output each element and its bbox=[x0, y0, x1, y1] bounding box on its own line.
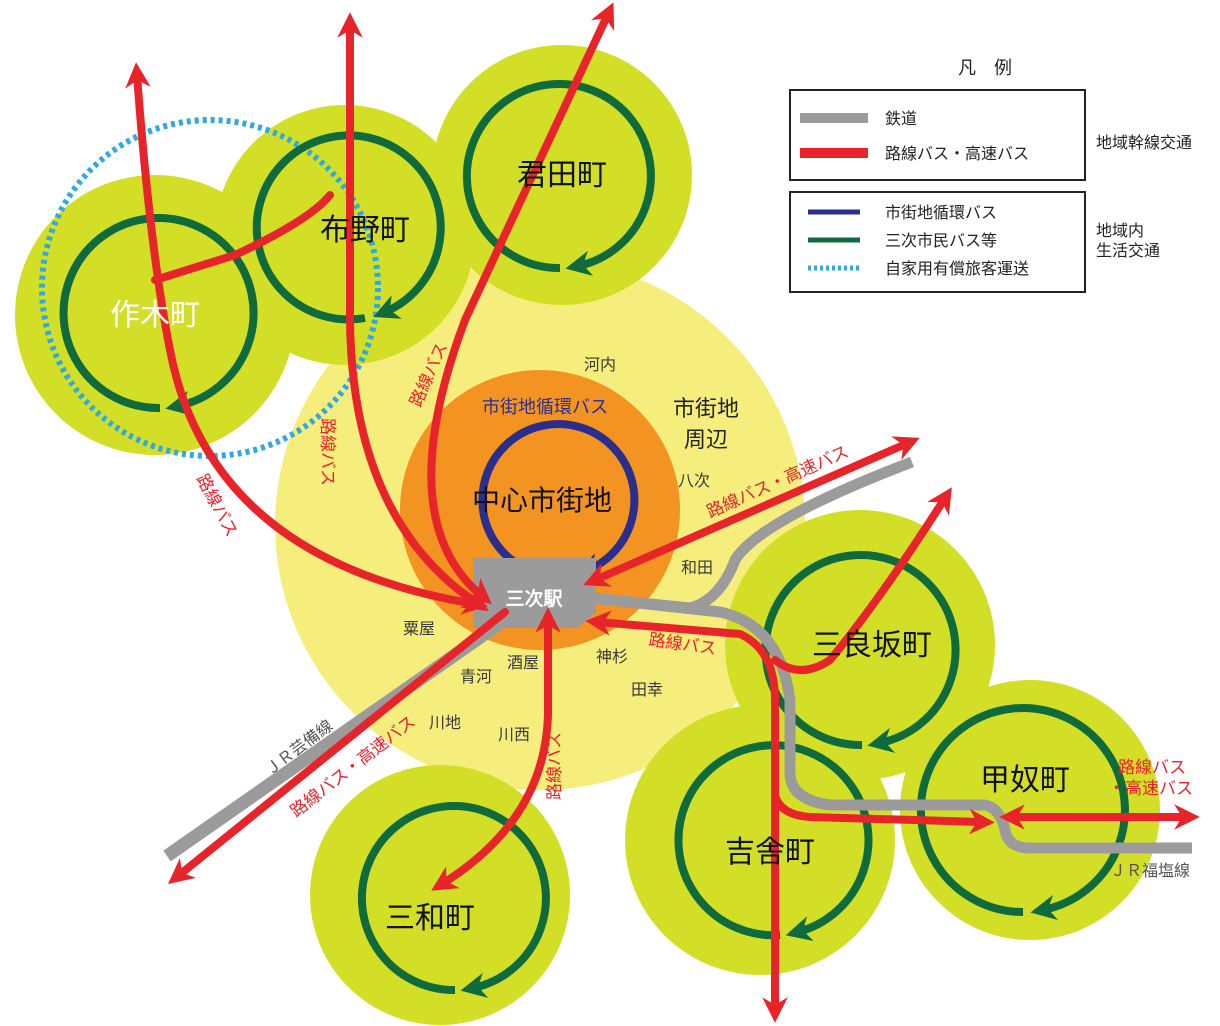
district-kawachi: 河内 bbox=[584, 355, 616, 374]
legend-label-private: 自家用有償旅客運送 bbox=[885, 259, 1029, 278]
legend-label-loop: 市街地循環バス bbox=[885, 203, 997, 222]
district-labels: 河内 八次 和田 粟屋 酒屋 神杉 青河 田幸 川地 川西 bbox=[403, 355, 713, 744]
legend-category-trunk: 地域幹線交通 bbox=[1096, 133, 1192, 152]
legend: 凡 例 鉄道 路線バス・高速バス 地域幹線交通 市街地循環バス 三次市民バス等 … bbox=[789, 58, 1192, 293]
core-label: 中心市街地 bbox=[472, 484, 612, 517]
bus-routes bbox=[125, 2, 1200, 1023]
legend-category-local-1: 地域内 bbox=[1096, 221, 1144, 240]
district-wada: 和田 bbox=[681, 558, 713, 577]
district-awaya: 粟屋 bbox=[403, 619, 435, 638]
district-kawanishi: 川西 bbox=[498, 725, 530, 744]
town-label-sakugi: 作木町 bbox=[110, 298, 200, 333]
route-kimita bbox=[427, 2, 615, 605]
district-kawachi2: 川地 bbox=[429, 713, 461, 732]
district-aogaku: 青河 bbox=[460, 667, 492, 686]
route-northeast bbox=[583, 436, 920, 587]
legend-label-citizen: 三次市民バス等 bbox=[885, 231, 997, 250]
district-sakaya: 酒屋 bbox=[507, 653, 539, 672]
station-label: 三次駅 bbox=[505, 587, 563, 610]
rail-label-fukuen: ＪＲ福塩線 bbox=[1110, 861, 1190, 880]
legend-category-local-2: 生活交通 bbox=[1096, 241, 1160, 260]
route-label-east-2: ・高速バス bbox=[1108, 779, 1193, 799]
periphery-label-2: 周辺 bbox=[684, 428, 728, 453]
route-label-east-1: 路線バス bbox=[1118, 758, 1186, 778]
legend-box-trunk bbox=[789, 89, 1086, 181]
district-yatsugi: 八次 bbox=[678, 471, 710, 490]
district-kamisugi: 神杉 bbox=[596, 647, 628, 666]
route-kounu bbox=[771, 791, 995, 835]
town-label-kimita: 君田町 bbox=[517, 158, 607, 193]
route-funo bbox=[337, 12, 489, 612]
periphery-label-1: 市街地 bbox=[673, 397, 739, 422]
route-label-miwa: 路線バス bbox=[545, 732, 565, 800]
legend-label-bus: 路線バス・高速バス bbox=[885, 144, 1029, 163]
town-label-kisa: 吉舎町 bbox=[725, 835, 815, 870]
town-label-funo: 布野町 bbox=[320, 213, 410, 248]
route-label-funo: 路線バス bbox=[317, 418, 337, 486]
legend-label-rail: 鉄道 bbox=[885, 109, 917, 128]
legend-title: 凡 例 bbox=[958, 58, 1012, 79]
route-sakugi-funo-link bbox=[151, 191, 334, 284]
loop-bus-label: 市街地循環バス bbox=[482, 397, 608, 418]
district-tasaki: 田幸 bbox=[631, 680, 663, 699]
town-label-mirasaka: 三良坂町 bbox=[812, 628, 932, 663]
town-labels: 作木町 布野町 君田町 三良坂町 甲奴町 吉舎町 三和町 bbox=[110, 158, 1070, 936]
town-label-kounu: 甲奴町 bbox=[980, 763, 1070, 798]
route-miwa bbox=[431, 607, 561, 891]
town-label-miwa: 三和町 bbox=[385, 901, 475, 936]
route-mirasaka bbox=[771, 487, 952, 674]
route-east-trunk bbox=[585, 610, 788, 1023]
